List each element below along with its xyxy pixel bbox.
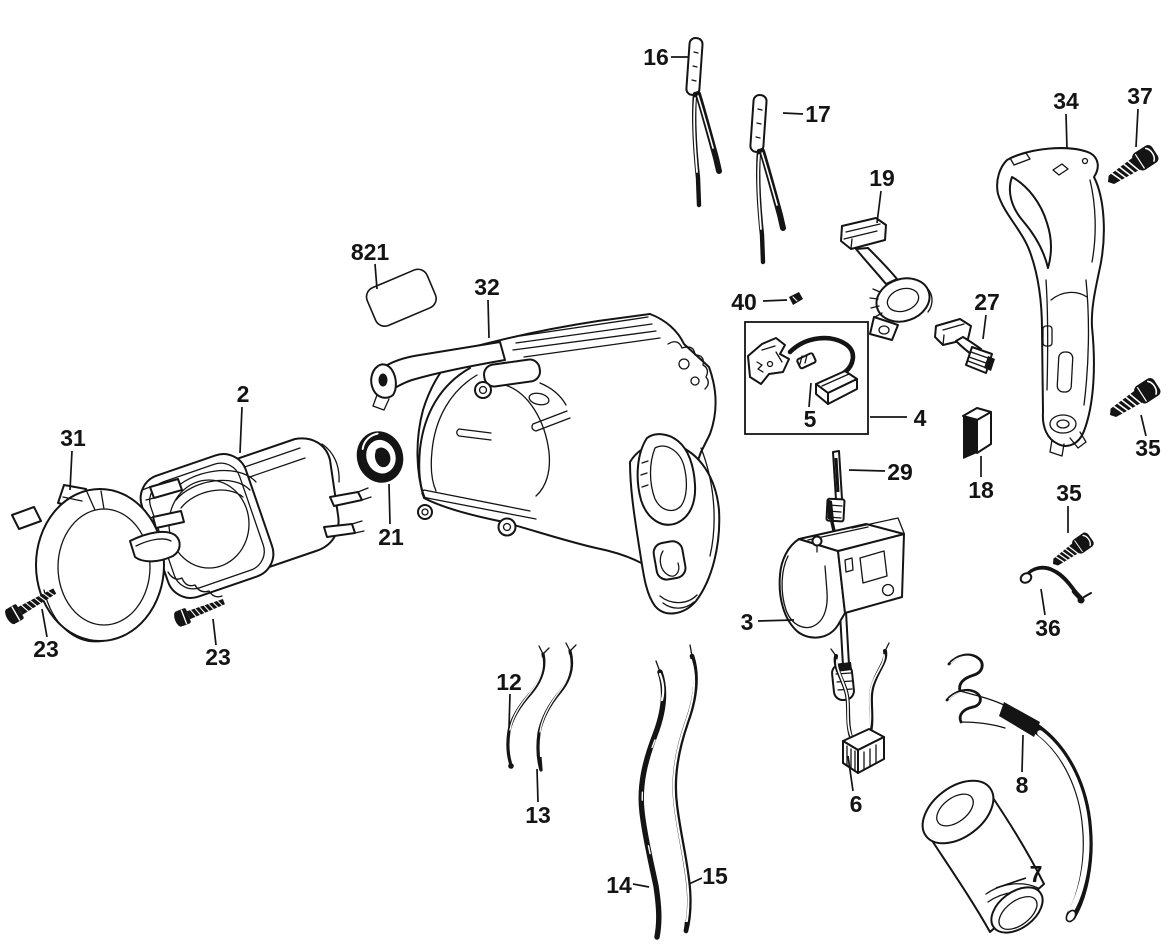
leader-line-35a	[1140, 414, 1147, 437]
leader-line-821	[374, 263, 378, 290]
part-21-bearing	[356, 431, 404, 483]
leader-line-12	[508, 693, 511, 729]
part-label-17: 17	[805, 101, 831, 127]
part-35-screw-lower	[1047, 530, 1096, 572]
part-label-8: 8	[1016, 772, 1029, 798]
part-label-6: 6	[850, 791, 863, 817]
part-3-switch-assembly	[778, 517, 905, 702]
part-label-31: 31	[60, 425, 86, 451]
part-label-16: 16	[643, 44, 669, 70]
part-label-3: 3	[741, 609, 754, 635]
leader-line-15	[688, 877, 703, 885]
leader-line-21	[388, 483, 391, 525]
part-label-35b: 35	[1056, 480, 1082, 506]
leader-line-19	[876, 190, 882, 224]
part-label-2: 2	[237, 381, 250, 407]
part-7-handle-tube	[921, 779, 1045, 934]
part-821-nameplate	[365, 268, 437, 327]
leader-line-3	[757, 619, 795, 622]
part-18-carbon-brush	[962, 407, 992, 459]
part-34-handle-housing	[996, 147, 1105, 457]
part-label-23a: 23	[33, 636, 59, 662]
part-5-brush-holder-assembly	[747, 335, 858, 405]
part-label-18: 18	[968, 477, 994, 503]
leader-line-5	[808, 382, 812, 408]
part-label-14: 14	[606, 872, 632, 898]
part-8-power-cord	[945, 653, 1093, 923]
part-label-12: 12	[496, 669, 522, 695]
part-label-15: 15	[702, 863, 728, 889]
part-15-wire	[672, 644, 698, 934]
leader-line-13	[536, 768, 539, 803]
part-17-brush-lead	[749, 94, 786, 265]
part-label-19: 19	[869, 165, 895, 191]
part-2-field-assembly	[139, 437, 372, 599]
part-label-5: 5	[804, 406, 817, 432]
part-label-13: 13	[525, 802, 551, 828]
part-label-36: 36	[1035, 615, 1061, 641]
part-14-wire	[638, 660, 667, 940]
part-label-37: 37	[1127, 83, 1153, 109]
leader-line-36	[1040, 588, 1046, 616]
part-37-screw	[1101, 142, 1162, 192]
part-40-pin	[789, 292, 803, 305]
leader-line-32	[487, 299, 490, 339]
leader-line-31	[69, 450, 73, 491]
part-35-screw-upper	[1103, 375, 1164, 425]
part-32-motor-housing	[370, 313, 721, 615]
leader-line-29	[848, 469, 886, 472]
part-label-29: 29	[887, 459, 913, 485]
leader-line-23a	[41, 608, 48, 638]
part-label-40: 40	[731, 289, 757, 315]
leader-line-8	[1021, 734, 1024, 773]
part-label-7: 7	[1030, 861, 1043, 887]
leader-line-14	[632, 883, 650, 888]
leader-line-23b	[212, 618, 217, 646]
leader-line-6	[847, 755, 854, 792]
part-29-connector-rod	[825, 450, 846, 533]
part-19-brush-holder-bracket	[840, 217, 933, 341]
part-16-brush-lead	[685, 37, 722, 208]
part-label-32: 32	[474, 274, 500, 300]
part-label-23b: 23	[205, 644, 231, 670]
part-6-cord-protector	[830, 642, 890, 774]
part-label-35a: 35	[1135, 435, 1161, 461]
leader-line-2	[239, 406, 243, 454]
part-label-21: 21	[378, 524, 404, 550]
leader-line-27	[982, 314, 987, 340]
part-13-wire	[536, 642, 577, 772]
part-label-4: 4	[914, 405, 927, 431]
part-4-kit-box	[744, 321, 869, 435]
part-label-821: 821	[351, 239, 390, 265]
part-31-baffle-ring	[11, 484, 181, 643]
part-12-wire	[506, 645, 550, 769]
leader-line-40	[762, 299, 788, 302]
leader-line-37	[1135, 108, 1139, 148]
part-label-27: 27	[974, 289, 1000, 315]
leader-line-17	[782, 112, 804, 115]
part-27-lever	[934, 318, 995, 374]
leader-line-7	[995, 877, 1027, 889]
part-36-clip	[1019, 565, 1092, 604]
leader-line-34	[1065, 113, 1068, 150]
part-23-screw-center	[171, 593, 228, 629]
part-label-34: 34	[1053, 88, 1079, 114]
